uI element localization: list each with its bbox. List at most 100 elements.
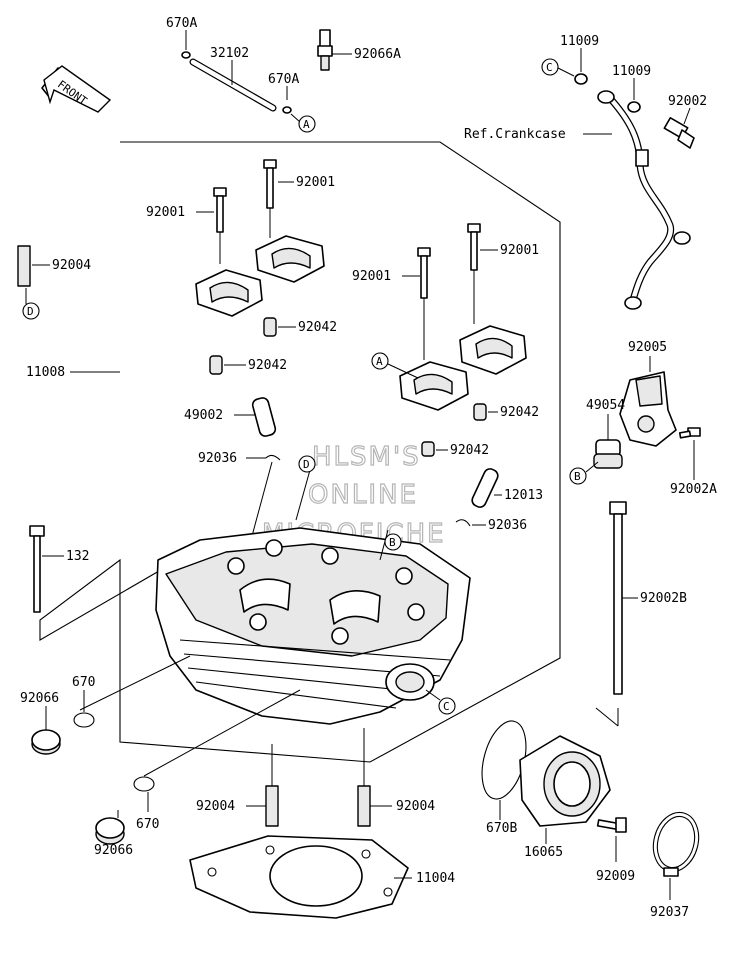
label-92004-left: 92004: [52, 258, 91, 273]
label-92002b: 92002B: [640, 591, 687, 606]
label-670a-top: 670A: [166, 16, 197, 31]
oring-670a-top: [181, 51, 191, 59]
stud-92004-c: [357, 785, 371, 827]
label-49002: 49002: [184, 408, 223, 423]
dowel-92042-a: [263, 317, 277, 337]
pipe-32102: [189, 58, 277, 112]
label-92005: 92005: [628, 340, 667, 355]
clip-92036-b: [455, 519, 471, 527]
label-49054: 49054: [586, 398, 625, 413]
label-92001-d: 92001: [500, 243, 539, 258]
assembly-frame: [39, 141, 561, 763]
bolt-132: [29, 525, 45, 613]
oring-670a-mid: [282, 106, 292, 114]
label-92004-b: 92004: [196, 799, 235, 814]
banjo-bolt-92002: [663, 117, 695, 149]
label-670-b: 670: [136, 817, 159, 832]
oring-670-b: [133, 776, 155, 792]
ref-c-head-label: C: [443, 700, 450, 713]
clamp-92037: [652, 811, 700, 877]
ref-d-left: D: [22, 302, 40, 320]
cylinder-head: [155, 527, 471, 725]
label-92042-b: 92042: [248, 358, 287, 373]
ref-a-top: A: [298, 115, 316, 133]
ref-c-head: C: [438, 697, 456, 715]
watermark-line2: ONLINE: [308, 480, 418, 510]
cover-92005: [619, 371, 677, 447]
ref-b-mid: B: [384, 533, 402, 551]
label-92066-a: 92066: [20, 691, 59, 706]
gasket-11004: [189, 835, 409, 919]
ref-b-left: B: [569, 467, 587, 485]
label-132: 132: [66, 549, 89, 564]
label-92001-a: 92001: [146, 205, 185, 220]
label-670a-mid: 670A: [268, 72, 299, 87]
washer-11009-b: [627, 101, 641, 113]
ref-d-mid-label: D: [303, 458, 310, 471]
ref-d-left-label: D: [27, 305, 34, 318]
label-670b: 670B: [486, 821, 517, 836]
label-92001-b: 92001: [296, 175, 335, 190]
bolt-92002b: [609, 501, 627, 695]
label-92001-c: 92001: [352, 269, 391, 284]
label-92042-d: 92042: [450, 443, 489, 458]
oring-670-a: [73, 712, 95, 728]
stud-92004-b: [265, 785, 279, 827]
label-16065: 16065: [524, 845, 563, 860]
label-11009-a: 11009: [560, 34, 599, 49]
ref-c-top-label: C: [546, 61, 553, 74]
label-92037: 92037: [650, 905, 689, 920]
carb-holder-16065: [519, 735, 611, 827]
label-ref-crankcase: Ref.Crankcase: [464, 127, 566, 142]
front-arrow: FRONT: [41, 65, 112, 113]
label-92066-b: 92066: [94, 843, 133, 858]
label-11009-b: 11009: [612, 64, 651, 79]
label-92002a: 92002A: [670, 482, 717, 497]
cam-cap-left-rear: [255, 235, 325, 283]
ref-a-cap: A: [371, 352, 389, 370]
label-11004: 11004: [416, 871, 455, 886]
plug-49054: [593, 439, 623, 469]
oil-pipe: [597, 90, 691, 310]
watermark-line1: HLSM'S: [312, 442, 421, 472]
bolt-92001-c: [417, 247, 431, 299]
ref-b-mid-label: B: [389, 536, 396, 549]
label-12013: 12013: [504, 488, 543, 503]
ref-a-cap-label: A: [376, 355, 383, 368]
bolt-92001-d: [467, 223, 481, 271]
label-92002: 92002: [668, 94, 707, 109]
label-11008: 11008: [26, 365, 65, 380]
label-92004-c: 92004: [396, 799, 435, 814]
label-92066a: 92066A: [354, 47, 401, 62]
washer-11009-a: [574, 73, 588, 85]
cam-cap-right-front: [399, 361, 469, 411]
bolt-92001-a: [213, 187, 227, 233]
plug-92066-a: [31, 729, 61, 755]
label-92042-c: 92042: [500, 405, 539, 420]
ref-a-top-label: A: [303, 118, 310, 131]
sensor-92066a: [317, 29, 333, 71]
tensioner-49002: [251, 397, 277, 437]
plug-92066-b: [95, 817, 125, 845]
cam-cap-left-front: [195, 269, 263, 317]
stud-92004-left: [17, 245, 31, 287]
ref-d-mid: D: [298, 455, 316, 473]
dowel-92042-c: [473, 403, 487, 421]
label-32102: 32102: [210, 46, 249, 61]
cam-cap-right-rear: [459, 325, 527, 375]
bolt-92002a: [678, 427, 701, 439]
label-92042-a: 92042: [298, 320, 337, 335]
dowel-92042-d: [421, 441, 435, 457]
label-92036-a: 92036: [198, 451, 237, 466]
screw-92009: [596, 817, 627, 833]
dowel-92042-b: [209, 355, 223, 375]
label-670-a: 670: [72, 675, 95, 690]
clip-92036-a: [265, 454, 281, 461]
ref-c-top: C: [541, 58, 559, 76]
ref-b-left-label: B: [574, 470, 581, 483]
bolt-92001-b: [263, 159, 277, 209]
label-92009: 92009: [596, 869, 635, 884]
guide-12013: [471, 468, 499, 508]
label-92036-b: 92036: [488, 518, 527, 533]
